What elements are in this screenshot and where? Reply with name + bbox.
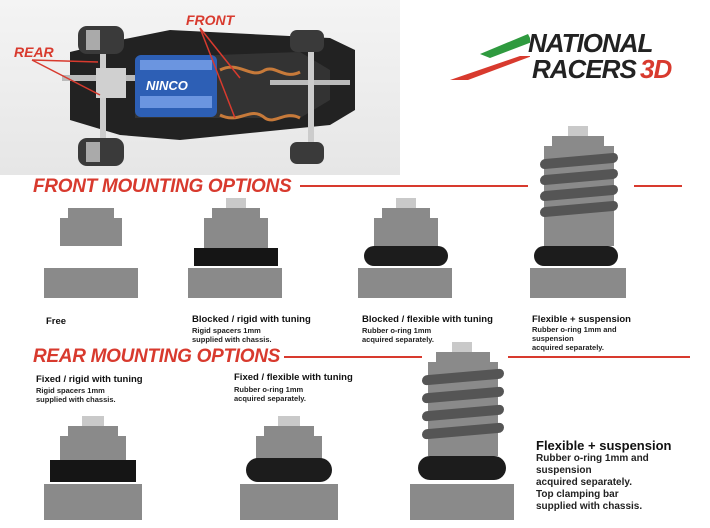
rear-option-suspension-sub3: acquired separately. [536,477,632,488]
brand-line1: NATIONAL [528,28,653,58]
rear-option-suspension-sub4: Top clamping bar [536,489,619,500]
front-option-flexible-sub2: acquired separately. [362,335,434,344]
rear-option-rigid-title: Fixed / rigid with tuning [36,374,143,385]
rear-option-flexible-sub1: Rubber o-ring 1mm [234,385,304,394]
rear-title-line-right [508,356,690,358]
rear-option-rigid-sub2: supplied with chassis. [36,395,116,404]
front-option-free-title: Free [46,316,67,327]
front-option-rigid-sub1: Rigid spacers 1mm [192,326,261,335]
front-option-flexible-sub1: Rubber o-ring 1mm [362,326,432,335]
brand-suffix: 3D [640,54,672,84]
front-section-title: FRONT MOUNTING OPTIONS [33,176,292,197]
rear-option-suspension-sub5: supplied with chassis. [536,501,643,512]
front-option-rigid-sub2: supplied with chassis. [192,335,272,344]
rear-option-flexible-sub2: acquired separately. [234,394,306,403]
rear-option-rigid-sub1: Rigid spacers 1mm [36,386,105,395]
rear-section-title: REAR MOUNTING OPTIONS [33,346,281,367]
chassis-photo: REAR FRONT NINCO [0,0,400,175]
rear-option-suspension-sub2: suspension [536,465,592,476]
brand-swoosh-icon [450,34,530,80]
rear-label: REAR [14,44,54,60]
motor-label: NINCO [146,78,188,93]
brand-line2: RACERS [532,54,637,84]
brand-logo: NATIONAL RACERS 3D [450,26,690,86]
front-title-line [300,185,528,187]
front-option-rigid-title: Blocked / rigid with tuning [192,314,311,325]
front-option-suspension-sub2: suspension [532,334,574,343]
rear-option-flexible-title: Fixed / flexible with tuning [234,372,353,383]
chassis-illustration [31,26,355,166]
rear-option-suspension-sub1: Rubber o-ring 1mm and [536,453,649,464]
rear-title-line [284,356,422,358]
rear-option-suspension-title: Flexible + suspension [536,438,672,453]
front-title-line-right [634,185,682,187]
front-option-suspension-sub3: acquired separately. [532,343,604,352]
front-option-suspension-title: Flexible + suspension [532,314,631,325]
front-option-flexible-title: Blocked / flexible with tuning [362,314,493,325]
front-label: FRONT [186,12,235,28]
front-option-suspension-sub1: Rubber o-ring 1mm and [532,325,617,334]
